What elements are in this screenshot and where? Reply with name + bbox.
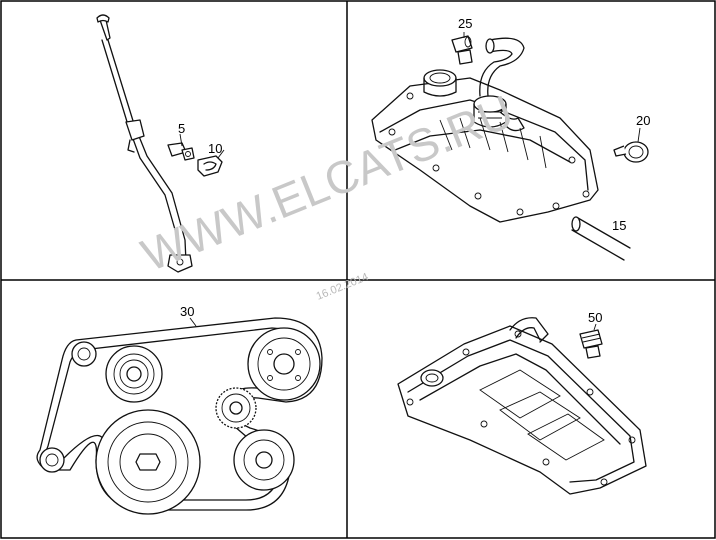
clamp-part-10: [197, 149, 225, 177]
part-number-25: 25: [458, 16, 472, 31]
part-number-10: 10: [208, 141, 222, 156]
lower-idler-pulley: [39, 447, 65, 473]
panel-belt-drive: 30: [36, 304, 323, 515]
clamp-part-20: [613, 127, 649, 163]
part-number-20: 20: [636, 113, 650, 128]
tensioner-pulley: [215, 387, 257, 429]
lower-right-pulley: [233, 429, 295, 491]
panel-cylinder-head-cover: 50: [397, 310, 647, 495]
part-number-50: 50: [588, 310, 602, 325]
clip-part-5: [167, 133, 195, 161]
valve-cover: [371, 69, 599, 223]
fitting-part-25: [451, 32, 473, 65]
idler-pulley-small: [71, 341, 97, 367]
part-number-15: 15: [612, 218, 626, 233]
pump-pulley: [247, 327, 321, 401]
panel-valve-cover-breather: 25 20 15: [371, 16, 650, 261]
cylinder-head-cover: [397, 317, 647, 495]
dipstick-tube: [96, 14, 193, 273]
poly-v-belt: [36, 317, 323, 511]
part-number-30: 30: [180, 304, 194, 319]
panel-dipstick: 5 10: [96, 14, 225, 273]
date-stamp: 16.02.2014: [315, 271, 371, 303]
alternator-pulley: [105, 345, 163, 403]
breather-hose: [479, 37, 525, 132]
part-number-5: 5: [178, 121, 185, 136]
plug-part-50: [579, 323, 603, 359]
hose-part-15: [571, 216, 631, 261]
crankshaft-pulley: [95, 409, 201, 515]
